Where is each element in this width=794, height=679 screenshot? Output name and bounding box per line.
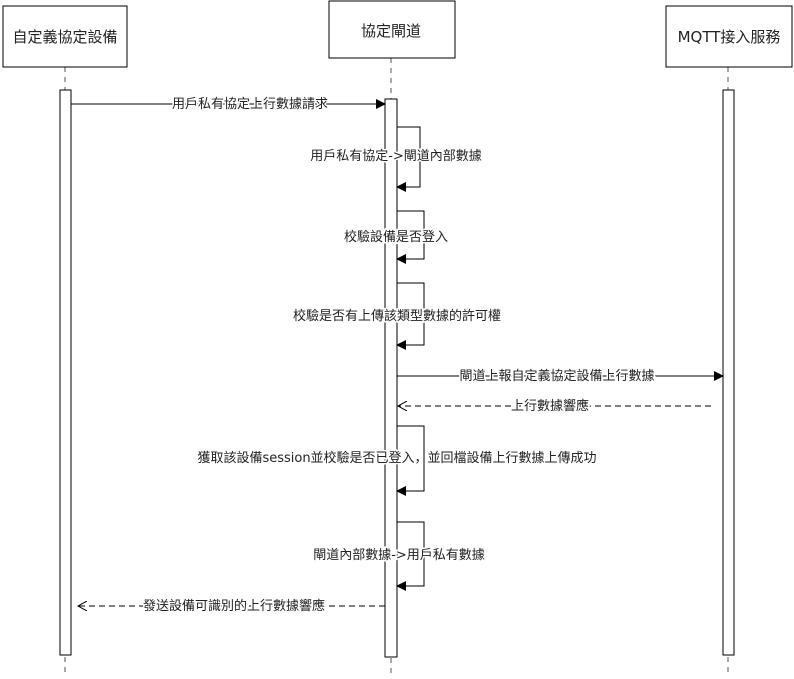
message-label: 獲取該設備session並校驗是否已登入，並回檔設備上行數據上傳成功 (197, 450, 596, 466)
message-8: 閘道內部數據->用戶私有數據 (312, 521, 486, 591)
participant-device: 自定義協定設備 (2, 5, 128, 68)
message-2: 用戶私有協定->閘道內部數據 (309, 126, 483, 192)
message-5: 閘道上報自定義協定設備上行數據 (397, 367, 724, 386)
message-1: 用戶私有協定上行數據請求 (71, 96, 386, 114)
participant-label: 協定閘道 (361, 22, 421, 40)
message-label: 校驗是否有上傳該類型數據的許可權 (293, 308, 501, 324)
participant-label: 自定義協定設備 (12, 28, 117, 46)
message-label: 發送設備可識別的上行數據響應 (143, 598, 325, 614)
message-9: 發送設備可識別的上行數據響應 (78, 597, 385, 616)
participant-gateway: 協定閘道 (328, 0, 456, 59)
message-7: 獲取該設備session並校驗是否已登入，並回檔設備上行數據上傳成功 (196, 425, 598, 496)
message-label: 上行數據響應 (511, 398, 589, 414)
activation-device (59, 89, 72, 656)
message-4: 校驗是否有上傳該類型數據的許可權 (291, 282, 503, 350)
participant-label: MQTT接入服務 (678, 28, 781, 46)
message-label: 校驗設備是否登入 (344, 229, 448, 245)
participant-mqtt: MQTT接入服務 (665, 5, 793, 68)
message-label: 閘道內部數據->用戶私有數據 (313, 548, 485, 563)
message-6: 上行數據響應 (398, 397, 711, 416)
message-label: 用戶私有協定->閘道內部數據 (310, 149, 482, 164)
message-3: 校驗設備是否登入 (342, 210, 450, 264)
message-label: 閘道上報自定義協定設備上行數據 (459, 368, 654, 384)
activation-gateway (384, 98, 398, 658)
activation-mqtt (722, 89, 735, 656)
message-label: 用戶私有協定上行數據請求 (172, 97, 328, 112)
